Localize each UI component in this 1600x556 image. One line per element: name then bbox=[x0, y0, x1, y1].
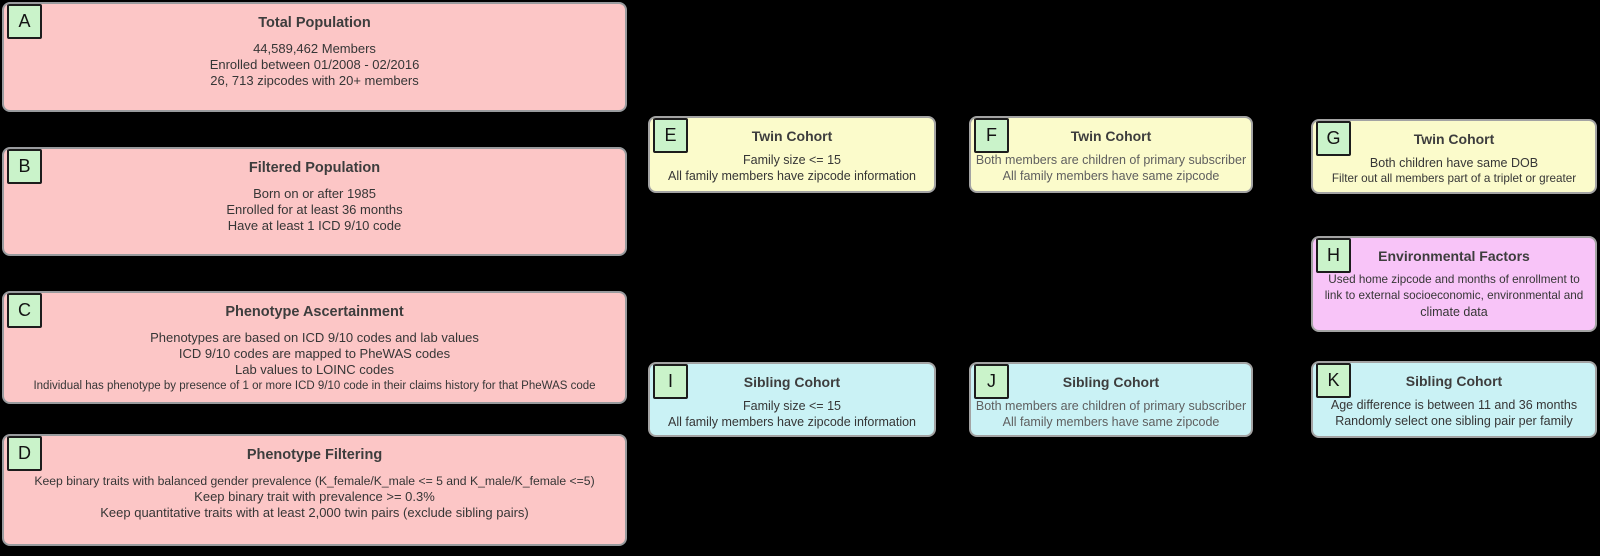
node-title: Phenotype Filtering bbox=[246, 447, 383, 463]
node-corner-label-c: C bbox=[7, 293, 42, 328]
node-c-phenotype-ascertainment: C Phenotype Ascertainment Phenotypes are… bbox=[2, 291, 627, 404]
node-i-sibling-cohort: I Sibling Cohort Family size <= 15 All f… bbox=[648, 362, 936, 437]
node-corner-label-f: F bbox=[974, 118, 1009, 153]
node-title: Sibling Cohort bbox=[1062, 374, 1160, 390]
node-text-line: Keep binary trait with prevalence >= 0.3… bbox=[194, 489, 435, 504]
node-text-line: All family members have same zipcode bbox=[1002, 415, 1220, 429]
node-text-line: All family members have zipcode informat… bbox=[667, 169, 917, 183]
node-corner-label-b: B bbox=[7, 149, 42, 184]
node-j-sibling-cohort: J Sibling Cohort Both members are childr… bbox=[969, 362, 1253, 437]
node-text-line: All family members have same zipcode bbox=[1002, 169, 1220, 183]
node-text-line: Born on or after 1985 bbox=[253, 186, 376, 201]
node-text-line: Have at least 1 ICD 9/10 code bbox=[227, 218, 402, 233]
node-text-line: Both members are children of primary sub… bbox=[975, 399, 1247, 413]
node-corner-label-e: E bbox=[653, 118, 688, 153]
node-title: Sibling Cohort bbox=[1405, 373, 1503, 389]
node-title: Filtered Population bbox=[248, 160, 381, 176]
node-corner-label-a: A bbox=[7, 4, 42, 39]
node-title: Sibling Cohort bbox=[743, 374, 841, 390]
node-h-environmental-factors: H Environmental Factors Used home zipcod… bbox=[1311, 236, 1597, 332]
node-corner-label-h: H bbox=[1316, 238, 1351, 273]
node-text-line: Used home zipcode and months of enrollme… bbox=[1328, 273, 1580, 286]
node-text-line: link to external socioeconomic, environm… bbox=[1324, 289, 1584, 302]
node-text-line: Individual has phenotype by presence of … bbox=[33, 380, 596, 392]
node-title: Total Population bbox=[258, 15, 371, 31]
node-title: Environmental Factors bbox=[1378, 248, 1530, 264]
node-text-line: ICD 9/10 codes are mapped to PheWAS code… bbox=[178, 346, 451, 361]
node-g-twin-cohort: G Twin Cohort Both children have same DO… bbox=[1311, 119, 1597, 194]
node-corner-label-d: D bbox=[7, 436, 42, 471]
node-corner-label-i: I bbox=[653, 364, 688, 399]
node-text-line: 26, 713 zipcodes with 20+ members bbox=[210, 73, 419, 88]
node-text-line: Both children have same DOB bbox=[1369, 156, 1539, 170]
node-text-line: Both members are children of primary sub… bbox=[975, 153, 1247, 167]
node-title: Phenotype Ascertainment bbox=[225, 304, 404, 320]
node-text-line: Enrolled between 01/2008 - 02/2016 bbox=[209, 57, 420, 72]
node-text-line: Enrolled for at least 36 months bbox=[226, 202, 403, 217]
node-text-line: Family size <= 15 bbox=[743, 399, 841, 413]
node-text-line: Lab values to LOINC codes bbox=[235, 362, 394, 377]
node-b-filtered-population: B Filtered Population Born on or after 1… bbox=[2, 147, 627, 256]
node-text-line: Filter out all members part of a triplet… bbox=[1331, 172, 1577, 185]
node-corner-label-j: J bbox=[974, 364, 1009, 399]
node-text-line: Randomly select one sibling pair per fam… bbox=[1335, 414, 1573, 428]
node-corner-label-k: K bbox=[1316, 363, 1351, 398]
node-a-total-population: A Total Population 44,589,462 Members En… bbox=[2, 2, 627, 112]
node-text-line: Age difference is between 11 and 36 mont… bbox=[1330, 398, 1578, 412]
node-title: Twin Cohort bbox=[1070, 128, 1152, 144]
node-title: Twin Cohort bbox=[751, 128, 833, 144]
node-text-line: All family members have zipcode informat… bbox=[667, 415, 917, 429]
node-k-sibling-cohort: K Sibling Cohort Age difference is betwe… bbox=[1311, 361, 1597, 438]
node-text-line: Keep quantitative traits with at least 2… bbox=[100, 505, 529, 520]
node-text-line: Family size <= 15 bbox=[743, 153, 841, 167]
node-text-line: Phenotypes are based on ICD 9/10 codes a… bbox=[150, 330, 479, 345]
node-corner-label-g: G bbox=[1316, 121, 1351, 156]
node-d-phenotype-filtering: D Phenotype Filtering Keep binary traits… bbox=[2, 434, 627, 546]
node-title: Twin Cohort bbox=[1413, 131, 1495, 147]
node-text-line: 44,589,462 Members bbox=[253, 41, 376, 56]
node-f-twin-cohort: F Twin Cohort Both members are children … bbox=[969, 116, 1253, 193]
node-text-line: Keep binary traits with balanced gender … bbox=[34, 474, 595, 488]
node-text-line: climate data bbox=[1420, 305, 1488, 319]
node-e-twin-cohort: E Twin Cohort Family size <= 15 All fami… bbox=[648, 116, 936, 193]
